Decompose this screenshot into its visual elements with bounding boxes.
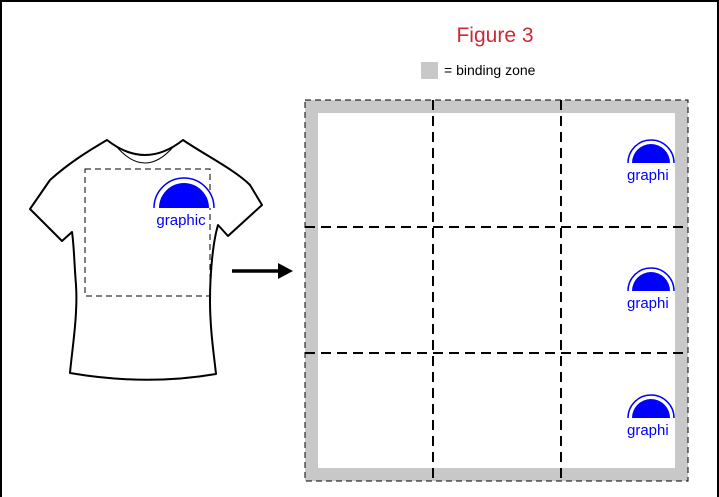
graphic-label: graphic [156,212,206,229]
tile-graphic-row-3: graphi [627,395,674,439]
tile-grid: graphi graphi graphi [305,100,688,481]
tile-graphic-row-2: graphi [627,268,674,312]
tile-graphic-label: graphi [627,167,669,184]
tile-graphic-row-1: graphi [627,140,674,184]
tile-graphic-label: graphi [627,295,669,312]
tshirt-body [30,140,262,380]
binding-zone-border [312,107,682,475]
tile-graphic-label: graphi [627,422,669,439]
arrow-icon [232,263,293,279]
tshirt: graphic [30,140,262,380]
